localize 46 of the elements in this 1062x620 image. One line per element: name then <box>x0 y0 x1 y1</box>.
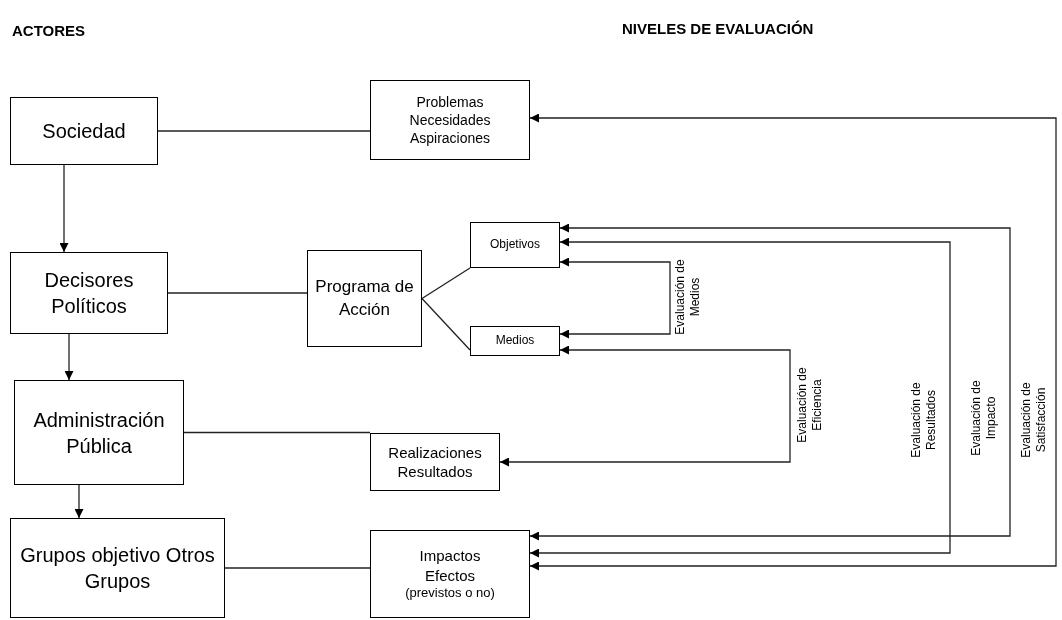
connector-line <box>224 567 371 569</box>
process-box <box>10 252 168 334</box>
box-text: Sociedad <box>42 119 126 144</box>
edge-label: Evaluación de Resultados <box>909 381 939 460</box>
connector-line <box>157 130 371 132</box>
box-text: Aspiraciones <box>409 129 491 148</box>
arrow <box>529 223 1011 541</box>
arrow <box>64 333 74 381</box>
arrow <box>559 257 671 339</box>
edge-label: Evaluación de Impacto <box>969 379 999 458</box>
arrow <box>529 237 951 558</box>
process-box <box>10 518 225 618</box>
box-text: Decisores Políticos <box>43 268 135 319</box>
process-box <box>307 250 422 347</box>
edge-label: Evaluación de Medios <box>673 258 703 337</box>
box-text: Objetivos <box>490 237 540 253</box>
box-text: Programa de Acción <box>314 276 415 321</box>
process-box <box>370 80 530 160</box>
box-text: Medios <box>495 333 535 349</box>
arrow <box>529 113 1057 571</box>
column-heading: ACTORES <box>12 21 86 41</box>
process-box <box>370 433 500 491</box>
process-box <box>10 97 158 165</box>
box-text: Problemas <box>416 92 484 111</box>
process-box <box>470 326 560 356</box>
box-text: Efectos <box>425 565 475 586</box>
connector-line <box>167 292 308 294</box>
connector-line <box>183 431 371 434</box>
box-text: Realizaciones <box>388 442 482 462</box>
box-text: Necesidades <box>409 110 491 130</box>
process-box <box>370 530 530 618</box>
process-box <box>470 222 560 268</box>
box-text: Resultados <box>397 462 473 482</box>
box-text: Impactos <box>419 546 481 566</box>
connector-line <box>421 297 471 351</box>
edge-label: Evaluación de Eficiencia <box>795 366 825 445</box>
edge-label: Evaluación de Satisfacción <box>1019 381 1049 460</box>
box-text: Grupos objetivo Otros Grupos <box>19 543 216 594</box>
connector-line <box>421 267 471 300</box>
arrow <box>59 164 69 253</box>
box-text: (previstos o no) <box>405 585 495 602</box>
column-heading: NIVELES DE EVALUACIÓN <box>622 19 814 39</box>
process-box <box>14 380 184 485</box>
box-text: Administración Pública <box>32 407 166 459</box>
arrow <box>74 484 84 519</box>
arrow <box>499 345 791 467</box>
